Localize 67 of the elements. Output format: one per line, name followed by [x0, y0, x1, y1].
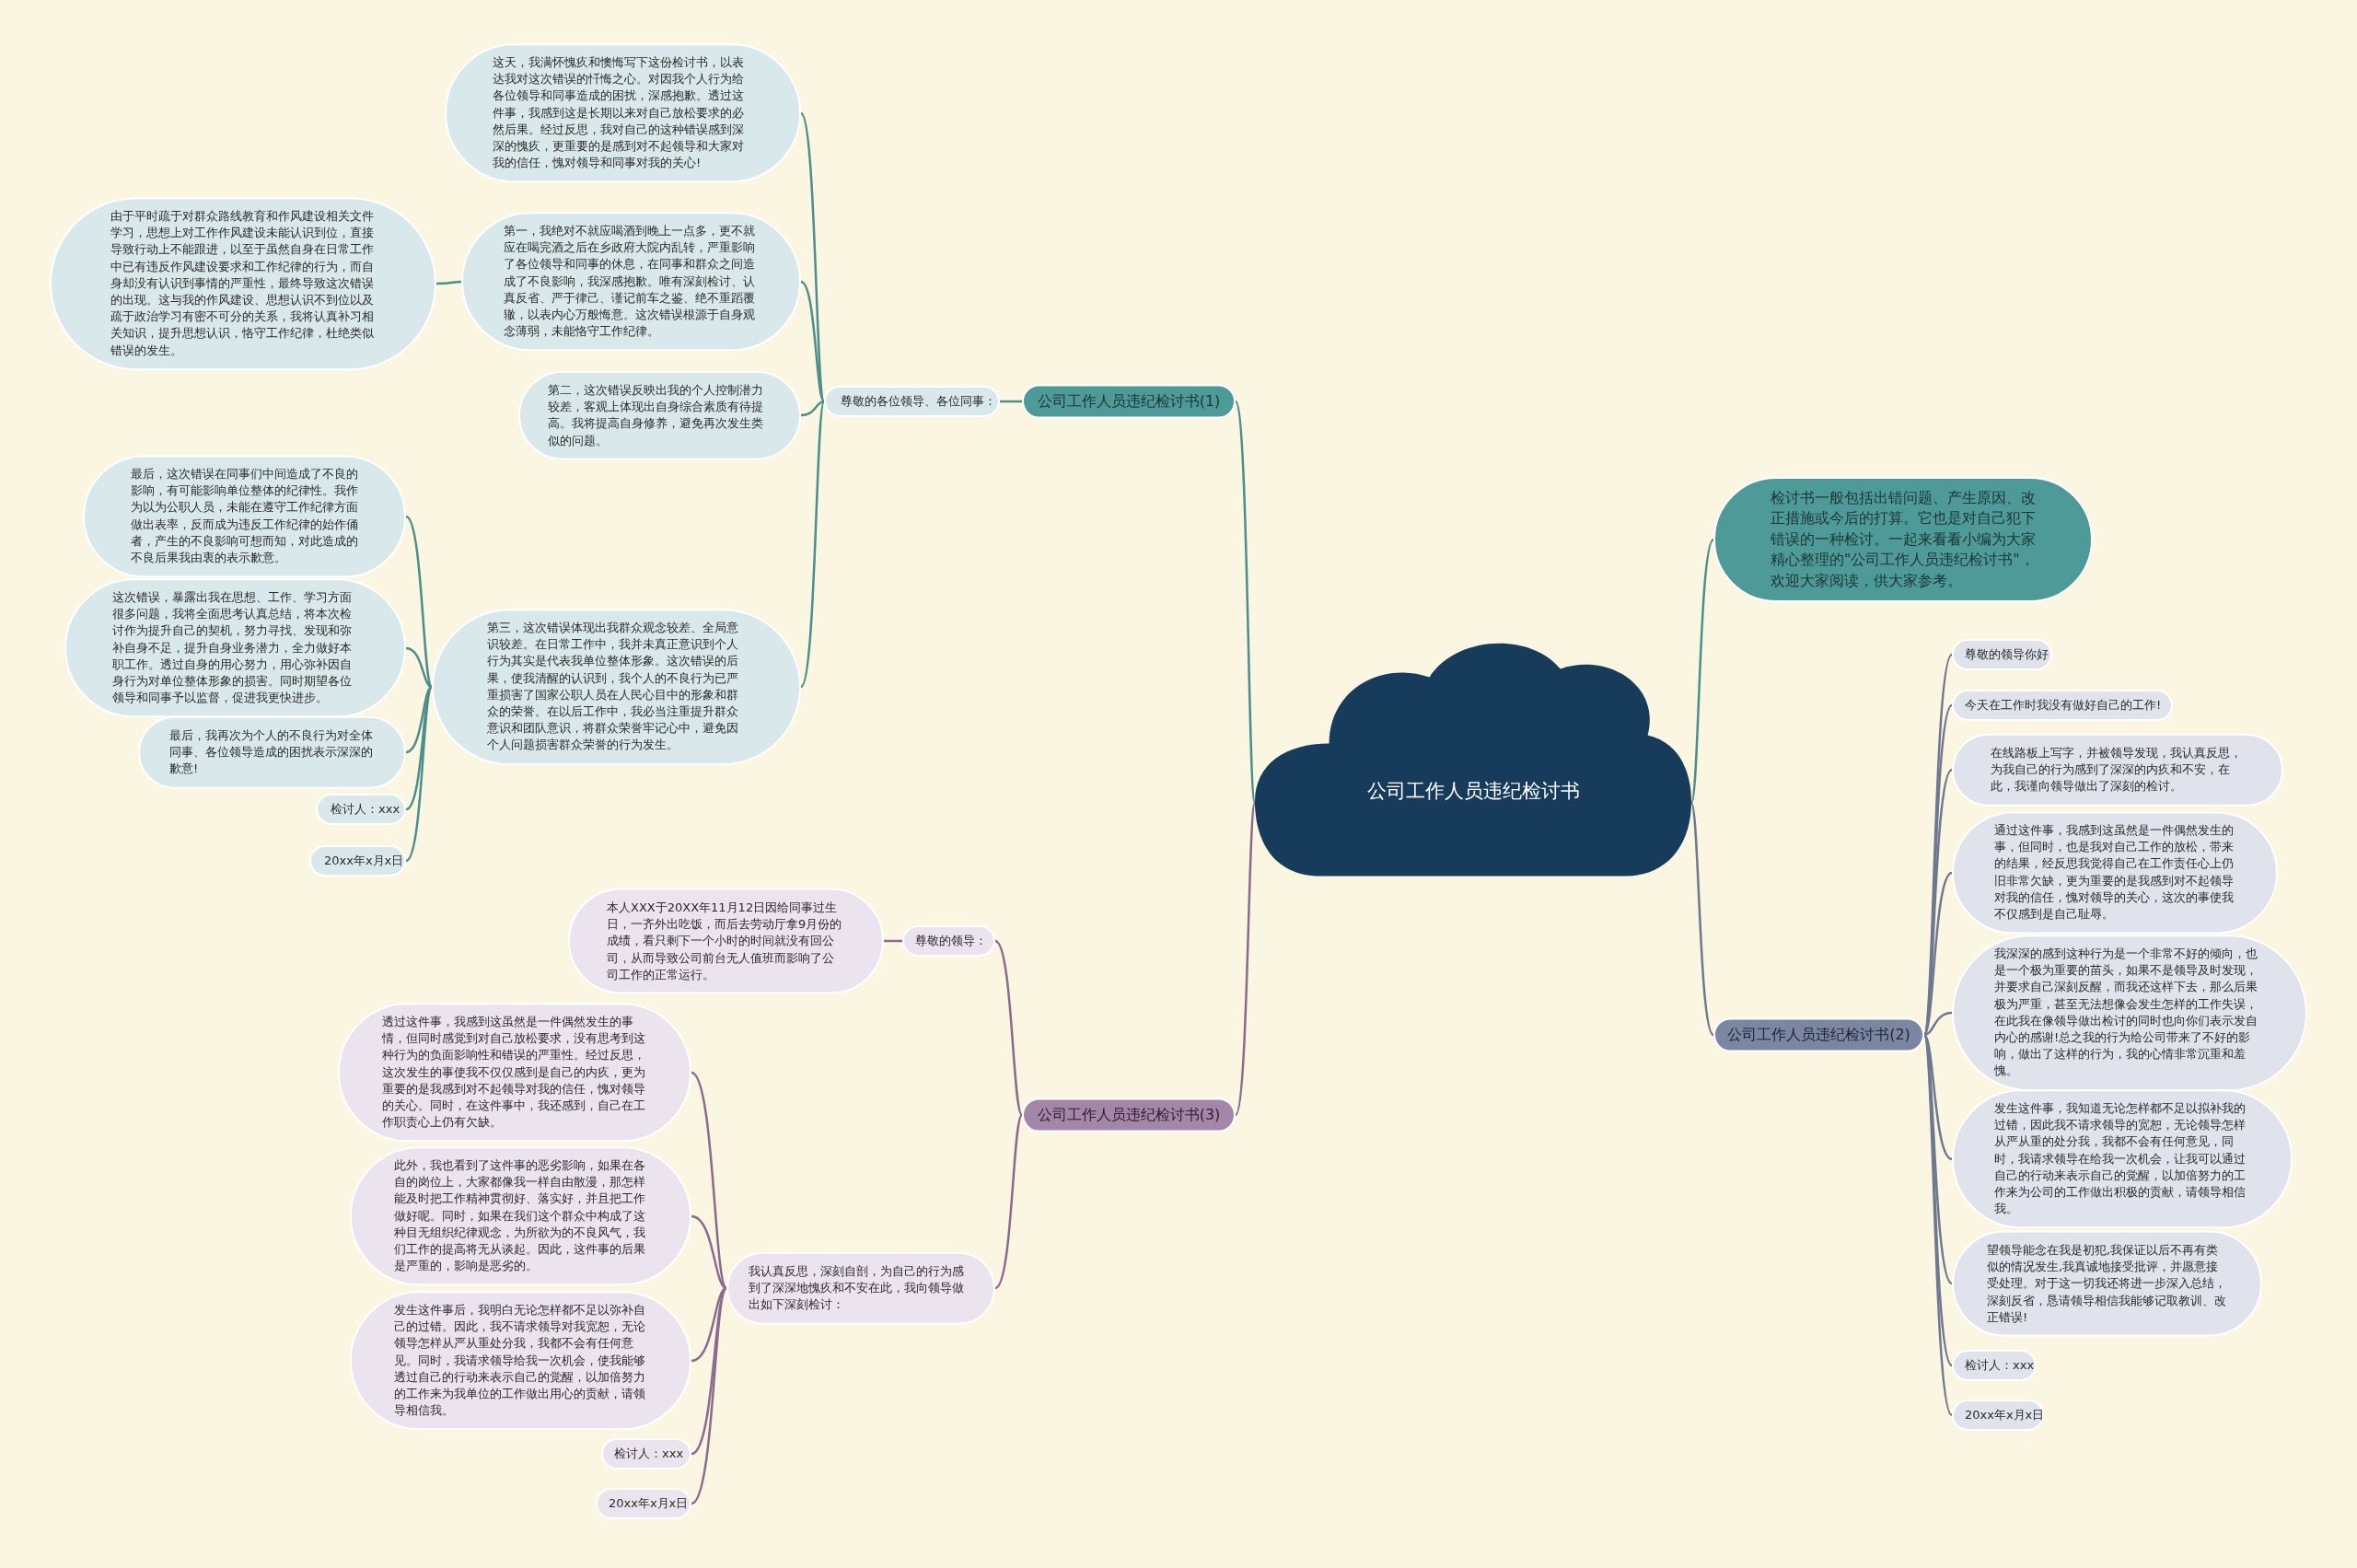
branch-topic	[1022, 1098, 1236, 1132]
topic-bubble	[902, 925, 995, 957]
connector-line	[1689, 802, 1714, 1036]
topic-text: 最后，我再次为个人的不良行为对全体同事、各位领导造成的困扰表示深深的歉意!	[169, 726, 374, 778]
topic-text: 检讨人：xxx	[614, 1446, 684, 1462]
topic-text: 20xx年x月x日	[324, 853, 404, 869]
topic-text: 检讨人：xxx	[331, 801, 401, 818]
connector-line	[1923, 1011, 1953, 1037]
connector-line	[436, 280, 462, 285]
topic-text: 透过这件事，我感到这虽然是一件偶然发生的事情，但同时感觉到对自己放松要求，没有思考到这种行为的负面影响性和错误的严重性。经过反思，这次发生的事使我不仅仅感到是自己的内疚，更为重要的是我感到对不起领导对我的信任，愧对领导的关心。同时，在这件事中，我还感到，自己在工作职责心上仍有欠缺。	[382, 1014, 646, 1132]
connector-line	[799, 401, 826, 688]
topic-text: 望领导能念在我是初犯,我保证以后不再有类似的情况发生,我真诚地接受批评，并愿意接受处理。对于这一切我还将进一步深入总结，深刻反省，恳请领导相信我能够记取教训、改正错误!	[1987, 1241, 2227, 1326]
topic-text: 检讨书一般包括出错问题、产生原因、改正措施或今后的打算。它也是对自己犯下错误的一种检讨。一起来看看小编为大家精心整理的"公司工作人员违纪检讨书"，欢迎大家阅读，供大家参考。	[1771, 488, 2036, 591]
topic-text: 通过这件事，我感到这虽然是一件偶然发生的事，但同时，也是我对自己工作的放松，带来的结果，经反思我觉得自己在工作责任心上仍旧非常欠缺，更为重要的是我感到对不起领导对我的信任，愧对领导的关心，这次的事使我不仅感到是自己耻辱。	[1994, 822, 2235, 923]
connector-line	[1689, 539, 1715, 804]
topic-bubble	[601, 1438, 691, 1469]
topic-text: 发生这件事，我知道无论怎样都不足以拟补我的过错，因此我不请求领导的宽恕，无论领导怎样从严从重的处分我，我都不会有任何意见，同时，我请求领导在给我一次机会，让我可以通过自己的行动来表示自己的觉醒，以加倍努力的工作来为公司的工作做出积极的贡献，请领导相信我。	[1994, 1100, 2247, 1218]
topic-text: 此外，我也看到了这件事的恶劣影响，如果在各自的岗位上，大家都像我一样自由散漫，那怎样能及时把工作精神贯彻好、落实好，并且把工作做好呢。同时，如果在我们这个群众中构成了这种目无组织纪律观念，为所欲为的不良风气，我们工作的提高将无从谈起。因此，这件事的后果是严重的，影响是恶劣的。	[394, 1157, 646, 1275]
topic-bubble	[309, 845, 406, 877]
topic-text: 这天，我满怀愧疚和懊悔写下这份检讨书，以表达我对这次错误的忏悔之心。对因我个人行为给各位领导和同事造成的困扰，深感抱歉。透过这件事，我感到这是长期以来对自己放松要求的必然后果。经过反思，我对自己的这种错误感到深深的愧疚，更重要的是感到对不起领导和大家对我的信任，愧对领导和同事对我的关心!	[493, 54, 745, 172]
connector-line	[1234, 803, 1257, 1116]
connector-line	[691, 1287, 728, 1504]
connector-line	[405, 685, 433, 754]
connector-line	[1000, 400, 1022, 403]
topic-text: 最后，这次错误在同事们中间造成了不良的影响，有可能影响单位整体的纪律性。我作为以为公职人员，未能在遵守工作纪律方面做出表率，反而成为违反工作纪律的始作俑者，产生的不良影响可想而知，对此造成的不良后果我由衷的表示歉意。	[131, 466, 358, 567]
topic-bubble	[1952, 1400, 2044, 1431]
topic-text: 公司工作人员违纪检讨书(1)	[1037, 391, 1221, 412]
topic-text: 今天在工作时我没有做好自己的工作!	[1965, 697, 2162, 714]
topic-text: 这次错误，暴露出我在思想、工作、学习方面很多问题，我将全面思考认真总结，将本次检讨作为提升自己的契机，努力寻找、发现和弥补自身不足，提升自身业务潜力，全力做好本职工作。透过自身的用心努力，用心弥补因自身行为对单位整体形象的损害。同时期望各位领导和同事予以监督，促进我更快进步。	[112, 589, 353, 707]
branch-topic	[1022, 384, 1236, 419]
topic-text: 发生这件事后，我明白无论怎样都不足以弥补自己的过错。因此，我不请求领导对我宽恕，无论领导怎样从严从重处分我，我都不会有任何意见。同时，我请求领导给我一次机会，使我能够透过自己的行动来表示自己的觉醒，以加倍努力的工作来为我单位的工作做出用心的贡献，请领导相信我。	[394, 1302, 646, 1420]
topic-bubble	[316, 794, 406, 825]
connector-line	[405, 646, 433, 689]
branch-topic	[1713, 1017, 1924, 1052]
topic-text: 尊敬的各位领导、各位同事：	[841, 393, 996, 410]
topic-text: 20xx年x月x日	[609, 1495, 689, 1512]
connector-line	[994, 940, 1024, 1116]
topic-text: 20xx年x月x日	[1965, 1407, 2045, 1423]
connector-line	[691, 1072, 728, 1289]
connector-line	[1923, 1034, 1953, 1161]
topic-text: 公司工作人员违纪检讨书(2)	[1727, 1025, 1910, 1045]
topic-text: 在线路板上写字，并被领导发现，我认真反思，为我自己的行为感到了深深的内疚和不安，在此，我谨向领导做出了深刻的检讨。	[1991, 744, 2243, 796]
topic-bubble	[1952, 639, 2052, 670]
topic-text: 我深深的感到这种行为是一个非常不好的倾向，也是一个极为重要的苗头，如果不是领导及时发现，并要求自己深刻反醒，而我还这样下去，那么后果极为严重，甚至无法想像会发生怎样的工作失误，在此我在像领导做出检讨的同时也向你们表示发自内心的感谢!总之我的行为给公司带来了不好的影响，做出了这样的行为，我的心情非常沉重和羞愧。	[1994, 946, 2258, 1080]
topic-text: 公司工作人员违纪检讨书	[1365, 778, 1581, 804]
connector-line	[691, 1214, 727, 1290]
connector-line	[691, 1287, 727, 1456]
connector-line	[884, 939, 902, 943]
topic-bubble	[596, 1488, 691, 1519]
topic-text: 由于平时疏于对群众路线教育和作风建设相关文件学习，思想上对工作作风建设未能认识到位，直接导致行动上不能跟进，以至于虽然自身在日常工作中已有违反作风建设要求和工作纪律的行为，而自身却没有认识到事情的严重性，最终导致这次错误的出现。这与我的作风建设、思想认识不到位以及疏于政治学习有密不可分的关系，我将认真补习相关知识，提升思想认识，恪守工作纪律，杜绝类似错误的发生。	[110, 208, 375, 359]
topic-text: 尊敬的领导：	[915, 933, 987, 949]
topic-text: 尊敬的领导你好	[1965, 646, 2049, 663]
topic-text: 第三，这次错误体现出我群众观念较差、全局意识较差。在日常工作中，我并未真正意识到个人行为其实是代表我单位整体形象。这次错误的后果，使我清醒的认识到，我个人的不良行为已严重损害了国家公职人员在人民心目中的形象和群众的荣誉。在以后工作中，我必当注重提升群众意识和团队意识，将群众荣誉牢记心中，避免因个人问题损害群众荣誉的行为发生。	[487, 620, 739, 754]
topic-text: 本人XXX于20XX年11月12日因给同事过生日，一齐外出吃饭，而后去劳动厅拿9月份的成绩，看只剩下一个小时的时间就没有回公司，从而导致公司前台无人值班而影响了公司工作的正常运行。	[607, 899, 843, 983]
topic-text: 第二，这次错误反映出我的个人控制潜力较差，客观上体现出自身综合素质有待提高。我将提高自身修养，避免再次发生类似的问题。	[548, 381, 764, 449]
topic-bubble	[824, 386, 1000, 417]
topic-text: 第一，我绝对不就应喝酒到晚上一点多，更不就应在喝完酒之后在乡政府大院内乱转，严重影响了各位领导和同事的休息，在同事和群众之间造成了不良影响，我深感抱歉。唯有深刻检讨、认真反省、严于律己、谨记前车之鉴、绝不重蹈覆辙，以表内心万般悔意。这次错误根源于自身观念薄弱，未能恪守工作纪律。	[504, 223, 756, 341]
topic-bubble	[1952, 690, 2173, 721]
connector-line	[800, 400, 825, 417]
connector-line	[1234, 401, 1257, 804]
connector-line	[405, 516, 434, 688]
connector-line	[994, 1114, 1024, 1289]
topic-text: 公司工作人员违纪检讨书(3)	[1037, 1105, 1221, 1125]
topic-bubble	[1952, 1350, 2037, 1381]
connector-line	[800, 280, 825, 402]
topic-text: 我认真反思，深刻自剖，为自己的行为感到了深深地愧疚和不安在此，我向领导做出如下深刻检讨：	[749, 1262, 965, 1314]
topic-text: 检讨人：xxx	[1965, 1357, 2035, 1374]
